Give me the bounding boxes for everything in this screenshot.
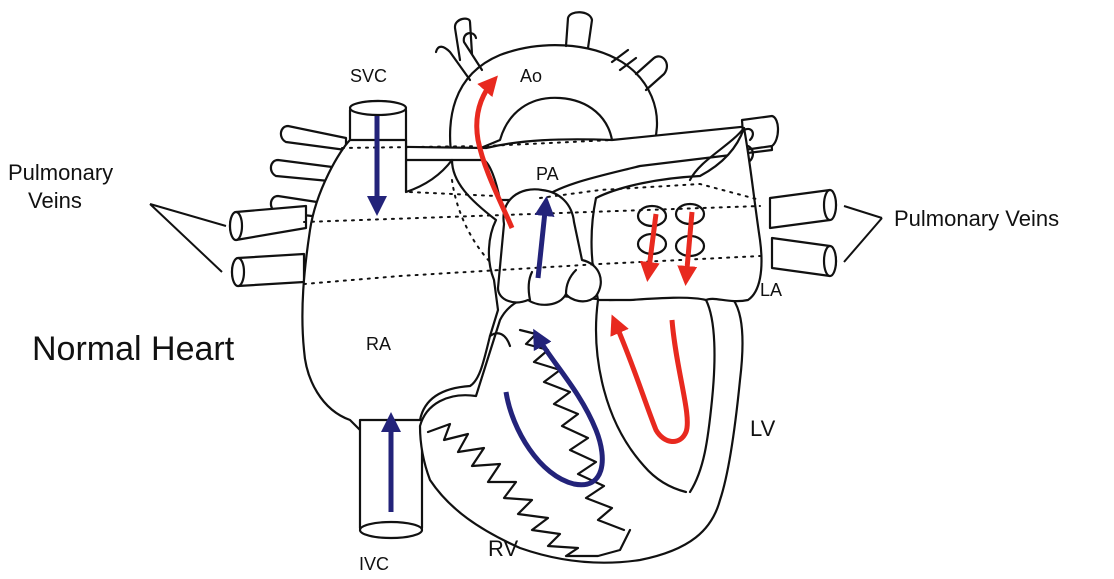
- pulmonary-vein-left-lower-opening: [232, 258, 244, 286]
- diagram-title: Normal Heart: [32, 330, 235, 368]
- pulmonary-vein-right-lower-opening: [824, 246, 836, 276]
- pulmonary-valve-area: [498, 189, 601, 304]
- label-pulmonary-veins-left-line1: Pulmonary: [8, 160, 113, 185]
- right-atrium-body: [302, 140, 498, 430]
- label-ao: Ao: [520, 66, 542, 86]
- label-ivc: IVC: [359, 554, 389, 574]
- la-vein-ostium-1: [638, 206, 666, 226]
- label-ra: RA: [366, 334, 391, 354]
- pulmonary-vein-left-upper-opening: [230, 212, 242, 240]
- pulmonary-valve-leaflets: [498, 189, 601, 304]
- label-lv: LV: [750, 416, 776, 441]
- ivc-opening: [360, 522, 422, 538]
- svc-opening: [350, 101, 406, 115]
- label-rv: RV: [488, 536, 518, 561]
- pulmonary-vein-right-upper-opening: [824, 190, 836, 220]
- aorta-branch-top: [566, 12, 592, 48]
- pointer-pulmonary-veins-left: [150, 204, 226, 272]
- pulmonary-veins-left: [150, 204, 306, 286]
- label-la: LA: [760, 280, 782, 300]
- label-pulmonary-veins-left-line2: Veins: [28, 188, 82, 213]
- pointer-pulmonary-veins-right: [844, 206, 882, 262]
- label-svc: SVC: [350, 66, 387, 86]
- pulmonary-veins-right: [770, 190, 882, 276]
- label-pa: PA: [536, 164, 559, 184]
- label-pulmonary-veins-right: Pulmonary Veins: [894, 206, 1059, 231]
- pa-left-branch-top: [281, 126, 346, 150]
